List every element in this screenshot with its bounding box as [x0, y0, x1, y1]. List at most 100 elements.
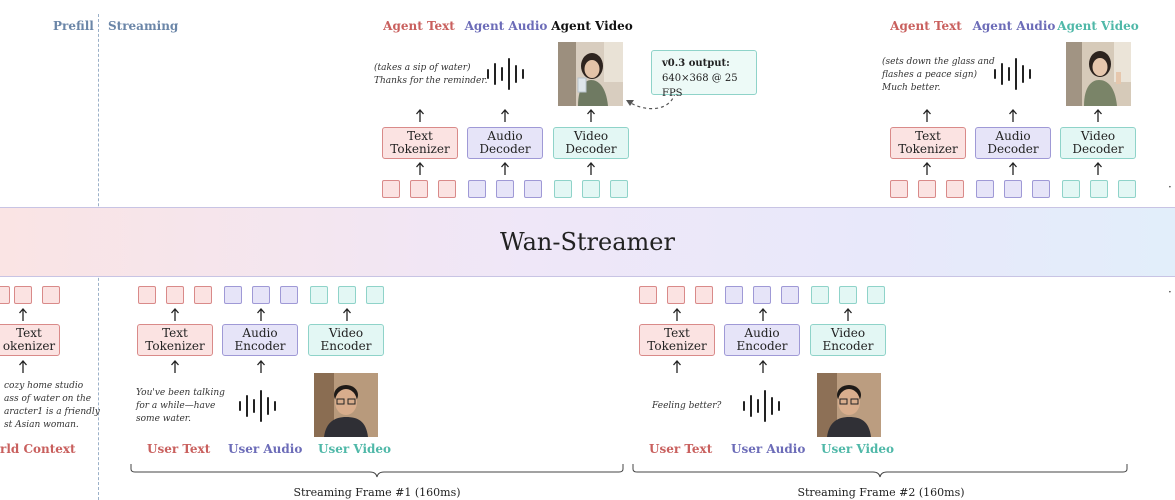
streaming-frame-1-label: Streaming Frame #1 (160ms) [293, 486, 461, 499]
up-arrow-icon [501, 109, 509, 122]
text-token [639, 286, 657, 304]
text-token [194, 286, 212, 304]
agent-audio-header: Agent Audio [464, 19, 548, 33]
up-arrow-icon [416, 109, 424, 122]
up-arrow-icon [587, 162, 595, 175]
audio-waveform-icon [487, 58, 524, 90]
video-token [1090, 180, 1108, 198]
agent-text-header: Agent Text [383, 19, 455, 33]
box-line: Encoder [320, 339, 372, 353]
model-name: Wan-Streamer [500, 228, 675, 256]
agent-text-caption: (sets down the glass and flashes a peace… [882, 56, 995, 95]
box-line: Text [664, 326, 690, 340]
audio-token [976, 180, 994, 198]
curved-dashed-arrow-icon [626, 92, 676, 110]
audio-waveform-icon [239, 390, 276, 422]
up-arrow-icon [923, 109, 931, 122]
audio-token [468, 180, 486, 198]
user-video-frame-image [817, 373, 881, 437]
box-line: Audio [744, 326, 780, 340]
agent-video-header: Agent Video [551, 19, 633, 33]
caption-line: You've been talking [136, 388, 225, 398]
world-context-label: rld Context [0, 442, 76, 456]
box-line: Audio [242, 326, 278, 340]
up-arrow-icon [673, 360, 681, 373]
box-line: okenizer [2, 339, 56, 353]
audio-waveform-icon [743, 390, 780, 422]
audio-token [725, 286, 743, 304]
text-token [166, 286, 184, 304]
box-line: Tokenizer [898, 142, 958, 156]
agent-audio-header: Agent Audio [972, 19, 1056, 33]
box-line: Tokenizer [647, 339, 707, 353]
box-line: Decoder [1072, 142, 1124, 156]
up-arrow-icon [1009, 109, 1017, 122]
text-token [382, 180, 400, 198]
text-token [918, 180, 936, 198]
continuation-dots: · [1168, 285, 1172, 299]
audio-token [1004, 180, 1022, 198]
video-token [366, 286, 384, 304]
caption-line: st Asian woman. [4, 420, 79, 430]
box-line: Video [573, 129, 609, 143]
continuation-dots: · [1168, 180, 1172, 194]
up-arrow-icon [1094, 109, 1102, 122]
box-line: Video [830, 326, 866, 340]
user-video-label: User Video [318, 442, 392, 456]
caption-line: cozy home studio [4, 381, 84, 391]
text-token [667, 286, 685, 304]
video-token [582, 180, 600, 198]
output-note-title: v0.3 output: [662, 58, 730, 69]
up-arrow-icon [759, 308, 767, 321]
box-line: Text [915, 129, 941, 143]
prefill-label: Prefill [53, 19, 94, 33]
up-arrow-icon [343, 308, 351, 321]
box-line: Tokenizer [390, 142, 450, 156]
video-token [1062, 180, 1080, 198]
user-video-label: User Video [821, 442, 895, 456]
box-line: Text [162, 326, 188, 340]
brace-icon [632, 464, 1128, 478]
caption-line: for a while—have [136, 401, 216, 411]
text-token [42, 286, 60, 304]
video-token [338, 286, 356, 304]
up-arrow-icon [501, 162, 509, 175]
box-line: Text [407, 129, 433, 143]
agent-text-caption: (takes a sip of water) Thanks for the re… [374, 62, 488, 88]
text-token [946, 180, 964, 198]
box-line: Decoder [987, 142, 1039, 156]
output-note-value: 640×368 @ 25 FPS [662, 73, 738, 99]
up-arrow-icon [257, 360, 265, 373]
audio-token [224, 286, 242, 304]
up-arrow-icon [673, 308, 681, 321]
video-token [1118, 180, 1136, 198]
video-token [554, 180, 572, 198]
box-line: Decoder [565, 142, 617, 156]
user-audio-label: User Audio [731, 442, 806, 456]
box-line: Video [1080, 129, 1116, 143]
audio-token [781, 286, 799, 304]
caption-line: (takes a sip of water) [374, 63, 471, 73]
up-arrow-icon [19, 308, 27, 321]
up-arrow-icon [257, 308, 265, 321]
box-line: Audio [487, 129, 523, 143]
agent-video-header: Agent Video [1057, 19, 1139, 33]
user-text-label: User Text [649, 442, 713, 456]
text-token [138, 286, 156, 304]
streaming-label: Streaming [108, 19, 179, 33]
agent-video-frame-image [1066, 42, 1131, 106]
audio-token [524, 180, 542, 198]
text-token [890, 180, 908, 198]
output-spec-note: v0.3 output: 640×368 @ 25 FPS [651, 50, 757, 99]
caption-line: (sets down the glass and [882, 57, 995, 67]
video-token [839, 286, 857, 304]
agent-text-header: Agent Text [890, 19, 962, 33]
